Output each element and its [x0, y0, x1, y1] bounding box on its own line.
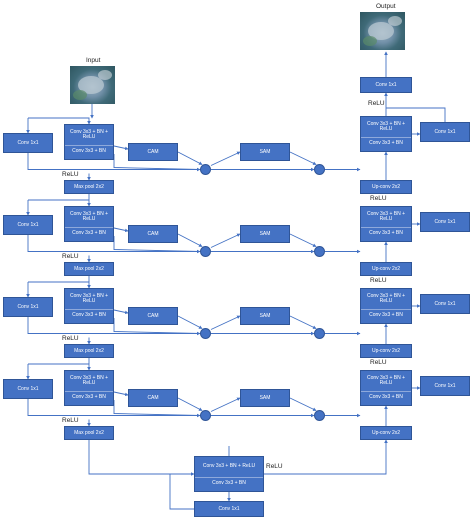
relu-label-dec-1: ReLU [368, 100, 385, 107]
conv-to-cam-1 [113, 145, 129, 151]
maxpool-4-to-bottleneck [88, 440, 195, 476]
add-node-dec-1 [314, 164, 325, 175]
sam-to-add-1 [289, 151, 317, 165]
conv-to-cam-4 [113, 391, 129, 397]
cam-2: CAM [128, 225, 178, 243]
add-node-dec-3 [314, 328, 325, 339]
sam-2: SAM [240, 225, 290, 243]
cam-to-add-2 [177, 233, 203, 247]
conv-to-cam-3 [113, 309, 129, 315]
encoder-conv1x1-4: Conv 1x1 [3, 379, 53, 399]
sam-3: SAM [240, 307, 290, 325]
add-to-sam-4 [210, 397, 241, 412]
cam-to-add-3 [177, 315, 203, 329]
conv-to-add-3 [113, 318, 201, 334]
upconv-1: Up-conv 2x2 [360, 180, 412, 194]
output-label: Output [376, 3, 396, 10]
decoder-conv1x1-1: Conv 1x1 [420, 122, 470, 142]
relu-label-bottleneck: ReLU [266, 463, 283, 470]
decoder-conv1x1-2: Conv 1x1 [420, 212, 470, 232]
relu-label-4: ReLU [62, 417, 79, 424]
relu-label-dec-4: ReLU [370, 359, 387, 366]
conv-to-cam-2 [113, 227, 129, 233]
input-image [70, 66, 115, 104]
add-node-dec-2 [314, 246, 325, 257]
cam-to-add-1 [177, 151, 203, 165]
relu-label-3: ReLU [62, 335, 79, 342]
conv-to-add-4 [113, 400, 201, 416]
maxpool-4: Max pool 2x2 [64, 426, 114, 440]
cam-4: CAM [128, 389, 178, 407]
add-node-enc-3 [200, 328, 211, 339]
maxpool-2: Max pool 2x2 [64, 262, 114, 276]
bottleneck-to-upconv-4 [264, 439, 388, 475]
cam-3: CAM [128, 307, 178, 325]
relu-label-dec-3: ReLU [370, 277, 387, 284]
output-image [360, 12, 405, 50]
residual-line-2 [27, 235, 201, 254]
add-node-dec-4 [314, 410, 325, 421]
cam-to-add-4 [177, 397, 203, 411]
add-to-sam-1 [210, 151, 241, 166]
upconv-2: Up-conv 2x2 [360, 262, 412, 276]
maxpool-1: Max pool 2x2 [64, 180, 114, 194]
residual-line-4 [27, 399, 201, 418]
input-label: Input [86, 57, 101, 64]
residual-line-1 [27, 153, 201, 172]
conv1x1-to-output-line [386, 107, 446, 122]
relu-label-dec-2: ReLU [370, 195, 387, 202]
maxpool-3: Max pool 2x2 [64, 344, 114, 358]
decoder-conv1x1-3: Conv 1x1 [420, 294, 470, 314]
decoder-conv1x1-4: Conv 1x1 [420, 376, 470, 396]
sam-to-add-2 [289, 233, 317, 247]
encoder-conv1x1-3: Conv 1x1 [3, 297, 53, 317]
add-node-enc-2 [200, 246, 211, 257]
add-to-sam-2 [210, 233, 241, 248]
bottleneck-skip [169, 474, 194, 510]
relu-label-2: ReLU [62, 253, 79, 260]
add-node-enc-1 [200, 164, 211, 175]
relu-label-1: ReLU [62, 171, 79, 178]
sam-to-add-4 [289, 397, 317, 411]
sam-4: SAM [240, 389, 290, 407]
output-conv1x1: Conv 1x1 [360, 77, 412, 93]
encoder-conv1x1-1: Conv 1x1 [3, 133, 53, 153]
cam-1: CAM [128, 143, 178, 161]
input-to-conv-block-1 [28, 117, 91, 125]
add-to-sam-3 [210, 315, 241, 330]
conv-to-add-1 [113, 154, 201, 170]
bottleneck-conv1x1: Conv 1x1 [194, 501, 264, 517]
residual-line-3 [27, 317, 201, 336]
sam-to-add-3 [289, 315, 317, 329]
conv-to-add-2 [113, 236, 201, 252]
add-node-enc-4 [200, 410, 211, 421]
sam-1: SAM [240, 143, 290, 161]
encoder-conv1x1-2: Conv 1x1 [3, 215, 53, 235]
upconv-4: Up-conv 2x2 [360, 426, 412, 440]
upconv-3: Up-conv 2x2 [360, 344, 412, 358]
